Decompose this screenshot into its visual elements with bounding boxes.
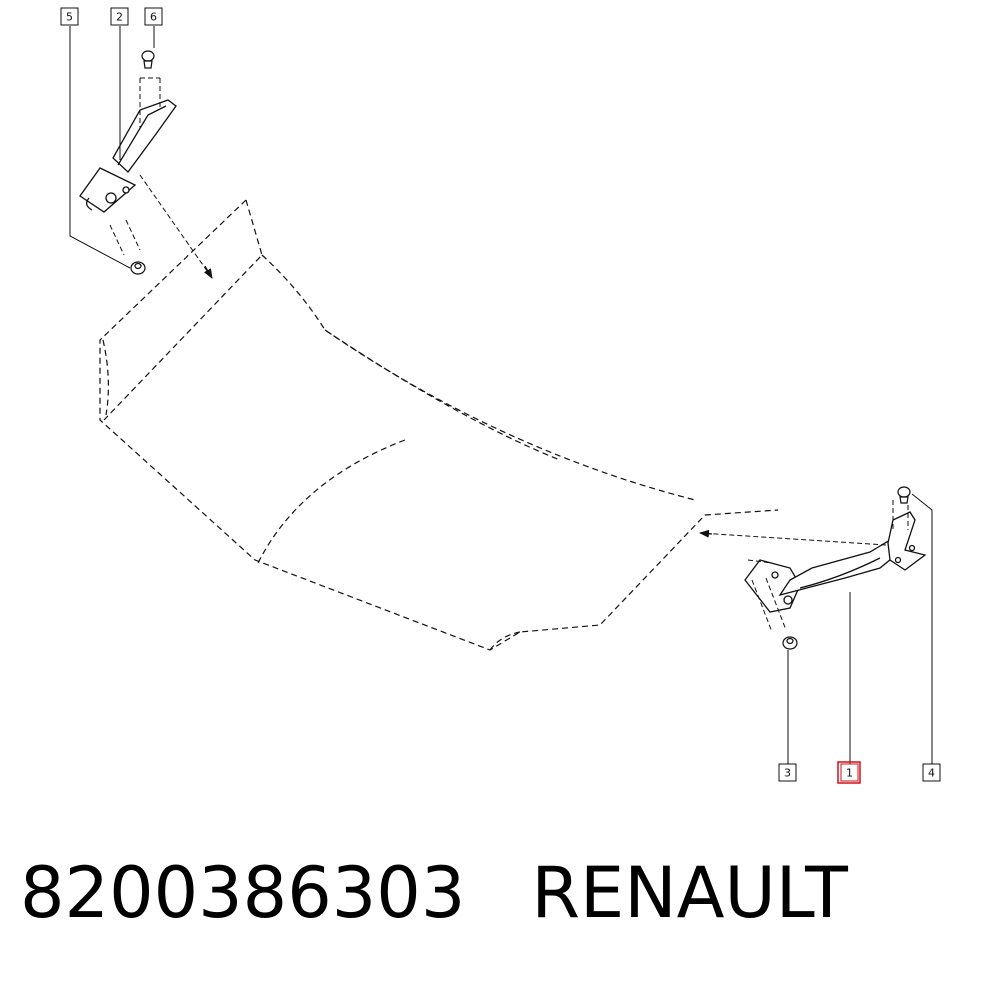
left-hinge	[79, 99, 177, 213]
callout-4: 4	[922, 763, 941, 782]
callout-label: 5	[66, 11, 73, 24]
part-number: 8200386303	[20, 852, 466, 934]
callout-label: 2	[116, 11, 123, 24]
bolt-6-icon	[141, 50, 155, 69]
callout-label: 1	[846, 767, 853, 780]
right-hinge-arrow	[699, 529, 713, 538]
left-hinge-arrow	[204, 265, 213, 279]
brand-name: RENAULT	[531, 852, 848, 934]
callout-label: 6	[150, 11, 157, 24]
callout-highlight-frame	[837, 761, 861, 784]
callout-box	[778, 763, 797, 782]
callout-box	[840, 763, 859, 782]
hood-outline	[99, 199, 779, 651]
callout-label: 4	[928, 767, 935, 780]
nut-3-icon	[782, 636, 798, 650]
callout-6: 6	[144, 7, 163, 26]
right-hinge	[744, 511, 927, 613]
leader-lines	[69, 26, 933, 764]
right-hinge-guides	[699, 500, 909, 633]
callout-5: 5	[60, 7, 79, 26]
callout-box	[110, 7, 129, 26]
left-hinge-guides	[109, 77, 213, 279]
callout-box	[922, 763, 941, 782]
callout-1-highlighted: 1	[837, 761, 861, 784]
callout-label: 3	[784, 767, 791, 780]
callout-box	[144, 7, 163, 26]
callout-3: 3	[778, 763, 797, 782]
bolt-4-icon	[897, 486, 911, 504]
callout-box	[60, 7, 79, 26]
nut-5-icon	[130, 261, 146, 275]
callout-2: 2	[110, 7, 129, 26]
